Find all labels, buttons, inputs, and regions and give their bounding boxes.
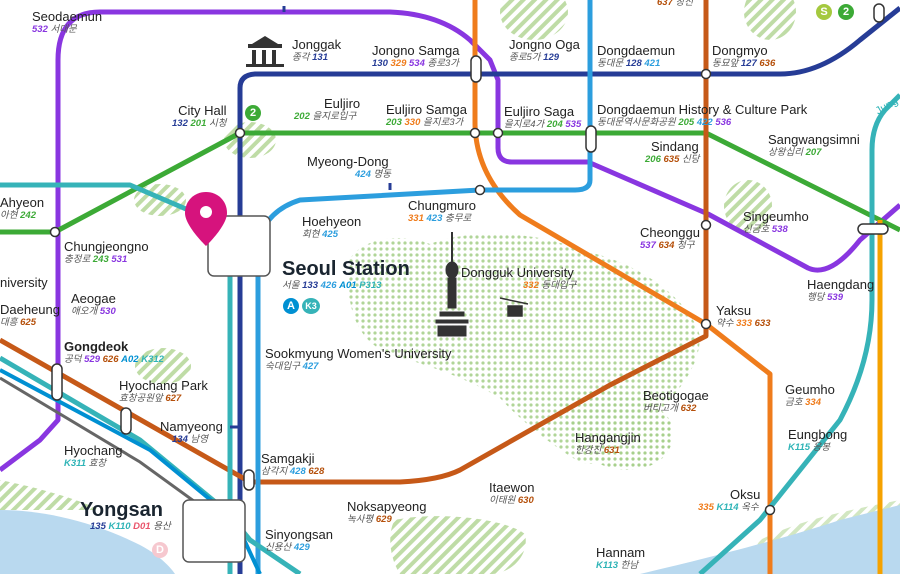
station-myeongdong[interactable]: Myeong-Dong 424 명동 <box>307 154 391 180</box>
line-airport <box>0 368 262 574</box>
station-euljiro[interactable]: Euljiro 202 을지로입구 <box>294 96 361 122</box>
station-hyochang-park[interactable]: Hyochang Park 효창공원앞 627 <box>119 378 208 404</box>
station-singeumho[interactable]: Singeumho 신금호 538 <box>743 209 809 235</box>
line-2-badge: 2 <box>245 105 261 121</box>
gyeongui-badge: K3 <box>302 298 320 314</box>
station-dots <box>49 68 776 516</box>
station-gongdeok[interactable]: Gongdeok 공덕 529 626 A02 K312 <box>64 339 164 365</box>
station-jonggak[interactable]: Jonggak 종각 131 <box>292 37 342 63</box>
station-samgakji[interactable]: Samgakji 삼각지 428 628 <box>261 451 325 477</box>
station-top-637: 637 창신 <box>657 0 693 8</box>
station-aeogae[interactable]: Aeogae 애오개 530 <box>71 291 116 317</box>
station-ddp[interactable]: Dongdaemun History & Culture Park 동대문역사문… <box>597 102 808 128</box>
namsan-tower-icon <box>435 232 469 337</box>
station-geumho[interactable]: Geumho 금호 334 <box>785 382 835 408</box>
station-cityhall[interactable]: City Hall 132 201 시청 <box>172 103 227 129</box>
shinbundang-badge: S <box>816 4 832 20</box>
station-dongdaemun[interactable]: Dongdaemun 동대문 128 421 <box>597 43 676 69</box>
line-1 <box>237 6 900 574</box>
station-sangwangsimni[interactable]: Sangwangsimni 상왕십리 207 <box>768 132 860 158</box>
station-seoul[interactable]: Seoul Station 서울 133 426 A01 P313 <box>282 258 410 291</box>
station-hannam[interactable]: Hannam K113 한남 <box>596 545 646 571</box>
station-chungmuro[interactable]: Chungmuro 331 423 충무로 <box>408 198 476 224</box>
station-yaksu[interactable]: Yaksu 약수 333 633 <box>716 303 771 329</box>
station-euljiro-saga[interactable]: Euljiro Saga 을지로4가 204 535 <box>504 104 582 130</box>
jonggak-pavilion-icon <box>246 36 284 67</box>
station-eungbong[interactable]: Eungbong K115 응봉 <box>788 427 848 453</box>
station-sookmyung[interactable]: Sookmyung Women's University 숙대입구 427 <box>265 346 452 372</box>
station-hangangjin[interactable]: Hangangjin 한강진 631 <box>575 430 641 456</box>
station-noksapyeong[interactable]: Noksapyeong 녹사평 629 <box>347 499 427 525</box>
station-sindang[interactable]: Sindang 206 635 신당 <box>645 139 700 165</box>
station-haengdang[interactable]: Haengdang 행당 539 <box>807 277 875 303</box>
airport-badge: A <box>283 298 299 314</box>
station-daeheung[interactable]: Daeheung 대흥 625 <box>0 302 60 328</box>
station-oksu[interactable]: Oksu 335 K114 옥수 <box>698 487 761 513</box>
station-hyochang[interactable]: Hyochang K311 효창 <box>64 443 123 469</box>
station-seodaemun[interactable]: Seodaemun 532 서대문 <box>32 9 103 35</box>
dx-badge: D <box>152 542 168 558</box>
station-chungjeongno[interactable]: Chungjeongno 충정로 243 531 <box>64 239 149 265</box>
station-euljiro-samga[interactable]: Euljiro Samga 203 330 을지로3가 <box>386 102 467 128</box>
line-5 <box>0 9 900 472</box>
station-beotigogae[interactable]: Beotigogae 버티고개 632 <box>643 388 709 414</box>
station-jongno-oga[interactable]: Jongno Oga 종로5가 129 <box>509 37 580 63</box>
transfer-pills <box>51 3 889 491</box>
ticks <box>230 6 392 429</box>
station-cheonggu[interactable]: Cheonggu 537 634 청구 <box>640 225 700 251</box>
line-2-badge-top: 2 <box>838 4 854 20</box>
station-jongno-samga[interactable]: Jongno Samga 130 329 534 종로3가 <box>372 43 460 69</box>
station-hoehyeon[interactable]: Hoehyeon 회현 425 <box>302 214 362 240</box>
station-ahyeon[interactable]: Ahyeon 아현 242 <box>0 195 45 221</box>
line-6 <box>0 0 709 485</box>
big-station-boxes <box>182 215 271 563</box>
station-sinyongsan[interactable]: Sinyongsan 신용산 429 <box>265 527 333 553</box>
station-itaewon[interactable]: Itaewon 이태원 630 <box>489 480 535 506</box>
cable-car-icon <box>499 297 529 317</box>
station-dongmyo[interactable]: Dongmyo 동묘앞 127 636 <box>712 43 776 69</box>
station-dongguk[interactable]: Dongguk University 332 동대입구 <box>461 265 577 291</box>
station-yongsan[interactable]: Yongsan 135 K110 D01 용산 <box>80 499 171 532</box>
station-university-cut[interactable]: niversity <box>0 275 48 290</box>
station-namyeong[interactable]: Namyeong 134 남영 <box>160 419 223 445</box>
